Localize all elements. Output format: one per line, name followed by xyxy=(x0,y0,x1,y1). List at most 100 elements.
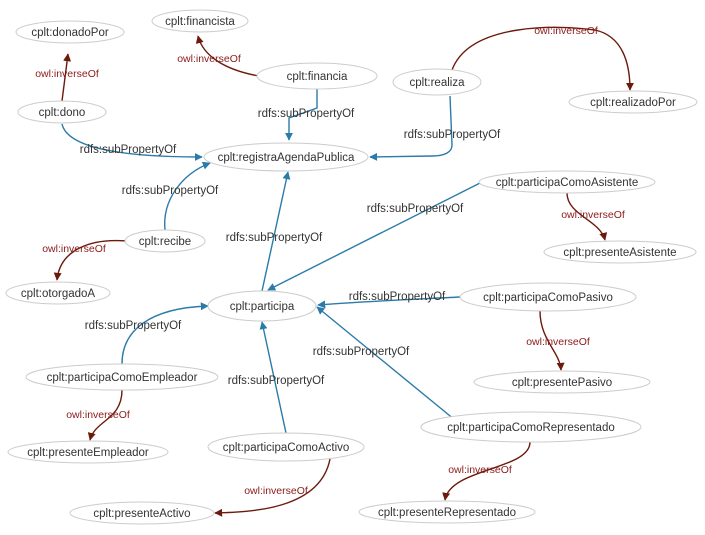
subproperty-arrow xyxy=(259,321,287,434)
node-ellipse xyxy=(420,411,642,443)
subproperty-arrow xyxy=(317,296,461,309)
node-label: cplt:presentePasivo xyxy=(512,377,612,389)
node-otorgado-a[interactable]: cplt:otorgadoA xyxy=(5,281,111,305)
node-participa[interactable]: cplt:participa xyxy=(207,290,317,322)
subproperty-label: rdfs:subPropertyOf xyxy=(85,320,182,332)
node-ellipse xyxy=(25,363,219,391)
inverse-arrow xyxy=(61,53,72,102)
inverse-arrow xyxy=(53,239,128,281)
inverse-arrow xyxy=(214,458,331,517)
inverse-arrow xyxy=(195,35,260,77)
node-label: cplt:presenteEmpleador xyxy=(27,447,149,459)
node-label: cplt:participaComoPasivo xyxy=(483,292,613,304)
inverse-label: owl:inverseOf xyxy=(244,485,308,497)
inverse-arrow xyxy=(442,441,531,501)
edge-participa-como-pasivo-to-participa xyxy=(317,296,461,309)
node-participa-como-pasivo[interactable]: cplt:participaComoPasivo xyxy=(459,282,637,312)
inverse-label: owl:inverseOf xyxy=(35,68,99,80)
node-participa-como-activo[interactable]: cplt:participaComoActivo xyxy=(207,432,365,462)
node-label: cplt:realizadoPor xyxy=(590,97,676,109)
subproperty-arrow xyxy=(285,89,318,141)
node-donado-por[interactable]: cplt:donadoPor xyxy=(15,20,125,44)
node-label: cplt:participaComoEmpleador xyxy=(47,372,198,384)
node-label: cplt:participaComoActivo xyxy=(223,442,350,454)
inverse-label: owl:inverseOf xyxy=(448,464,512,476)
subproperty-arrow xyxy=(267,181,483,291)
subproperty-label: rdfs:subPropertyOf xyxy=(80,144,177,156)
inverse-label: owl:inverseOf xyxy=(177,53,241,65)
node-label: cplt:registraAgendaPublica xyxy=(218,152,355,164)
edge-dono-to-registra-agenda-publica xyxy=(61,123,203,161)
edge-participa-como-representado-to-participa xyxy=(316,306,456,421)
inverse-arrow xyxy=(451,26,634,91)
node-recibe[interactable]: cplt:recibe xyxy=(124,229,206,253)
node-ellipse xyxy=(392,68,482,96)
node-ellipse xyxy=(207,432,365,462)
node-ellipse xyxy=(256,62,378,90)
node-ellipse xyxy=(358,500,536,524)
node-label: cplt:presenteAsistente xyxy=(563,247,676,259)
subproperty-arrow xyxy=(164,161,211,231)
inverse-arrow xyxy=(539,310,565,371)
subproperty-label: rdfs:subPropertyOf xyxy=(226,232,323,244)
node-realiza[interactable]: cplt:realiza xyxy=(392,68,482,96)
subproperty-label: rdfs:subPropertyOf xyxy=(228,375,325,387)
subproperty-arrow xyxy=(61,123,203,161)
edge-participa-como-pasivo-to-presente-pasivo xyxy=(539,310,565,371)
node-label: cplt:presenteRepresentado xyxy=(378,507,516,519)
node-registra-agenda-publica[interactable]: cplt:registraAgendaPublica xyxy=(203,142,369,172)
node-label: cplt:financia xyxy=(287,71,348,83)
edge-participa-como-empleador-to-participa xyxy=(121,302,209,365)
edge-recibe-to-registra-agenda-publica xyxy=(164,161,211,231)
node-label: cplt:otorgadoA xyxy=(21,288,95,300)
node-ellipse xyxy=(478,170,656,194)
edge-dono-to-donado-por xyxy=(61,53,72,102)
inverse-label: owl:inverseOf xyxy=(42,243,106,255)
nodes-layer: cplt:donadoPor cplt:financista cplt:dono cp… xyxy=(5,9,698,525)
inverse-arrow xyxy=(566,192,608,241)
node-presente-activo[interactable]: cplt:presenteActivo xyxy=(69,501,215,525)
subproperty-arrow xyxy=(121,302,209,365)
inverse-label: owl:inverseOf xyxy=(526,336,590,348)
edge-realiza-to-registra-agenda-publica xyxy=(369,95,453,161)
edge-participa-como-asistente-to-presente-asistente xyxy=(566,192,608,241)
subproperty-arrow xyxy=(316,306,456,421)
edge-participa-como-activo-to-participa xyxy=(259,321,287,434)
node-label: cplt:donadoPor xyxy=(31,27,109,39)
node-label: cplt:participa xyxy=(230,301,295,313)
node-ellipse xyxy=(15,20,125,44)
node-ellipse xyxy=(207,290,317,322)
inverse-label: owl:inverseOf xyxy=(534,25,598,37)
subproperty-label: rdfs:subPropertyOf xyxy=(404,129,501,141)
edge-participa-como-activo-to-presente-activo xyxy=(214,458,331,517)
edge-realiza-to-realizado-por xyxy=(451,26,634,91)
node-participa-como-empleador[interactable]: cplt:participaComoEmpleador xyxy=(25,363,219,391)
subproperty-label: rdfs:subPropertyOf xyxy=(349,291,446,303)
node-label: cplt:dono xyxy=(39,107,86,119)
node-ellipse xyxy=(203,142,369,172)
edge-financia-to-financista xyxy=(195,35,260,77)
edge-participa-como-empleador-to-presente-empleador xyxy=(87,389,123,441)
node-ellipse xyxy=(124,229,206,253)
node-dono[interactable]: cplt:dono xyxy=(17,100,107,124)
subproperty-label: rdfs:subPropertyOf xyxy=(313,346,410,358)
node-financia[interactable]: cplt:financia xyxy=(256,62,378,90)
node-realizado-por[interactable]: cplt:realizadoPor xyxy=(568,90,698,114)
edge-participa-como-asistente-to-participa xyxy=(267,181,483,291)
node-presente-empleador[interactable]: cplt:presenteEmpleador xyxy=(7,440,169,464)
subproperty-label: rdfs:subPropertyOf xyxy=(258,108,355,120)
node-presente-representado[interactable]: cplt:presenteRepresentado xyxy=(358,500,536,524)
node-participa-como-representado[interactable]: cplt:participaComoRepresentado xyxy=(420,411,642,443)
subproperty-label: rdfs:subPropertyOf xyxy=(122,185,219,197)
node-label: cplt:presenteActivo xyxy=(93,508,190,520)
node-participa-como-asistente[interactable]: cplt:participaComoAsistente xyxy=(478,170,656,194)
node-ellipse xyxy=(459,282,637,312)
node-presente-asistente[interactable]: cplt:presenteAsistente xyxy=(543,240,697,264)
edges-layer xyxy=(53,26,634,517)
node-financista[interactable]: cplt:financista xyxy=(151,9,249,33)
node-label: cplt:recibe xyxy=(139,236,191,248)
node-presente-pasivo[interactable]: cplt:presentePasivo xyxy=(473,370,651,394)
node-ellipse xyxy=(151,9,249,33)
node-label: cplt:participaComoAsistente xyxy=(496,177,639,189)
